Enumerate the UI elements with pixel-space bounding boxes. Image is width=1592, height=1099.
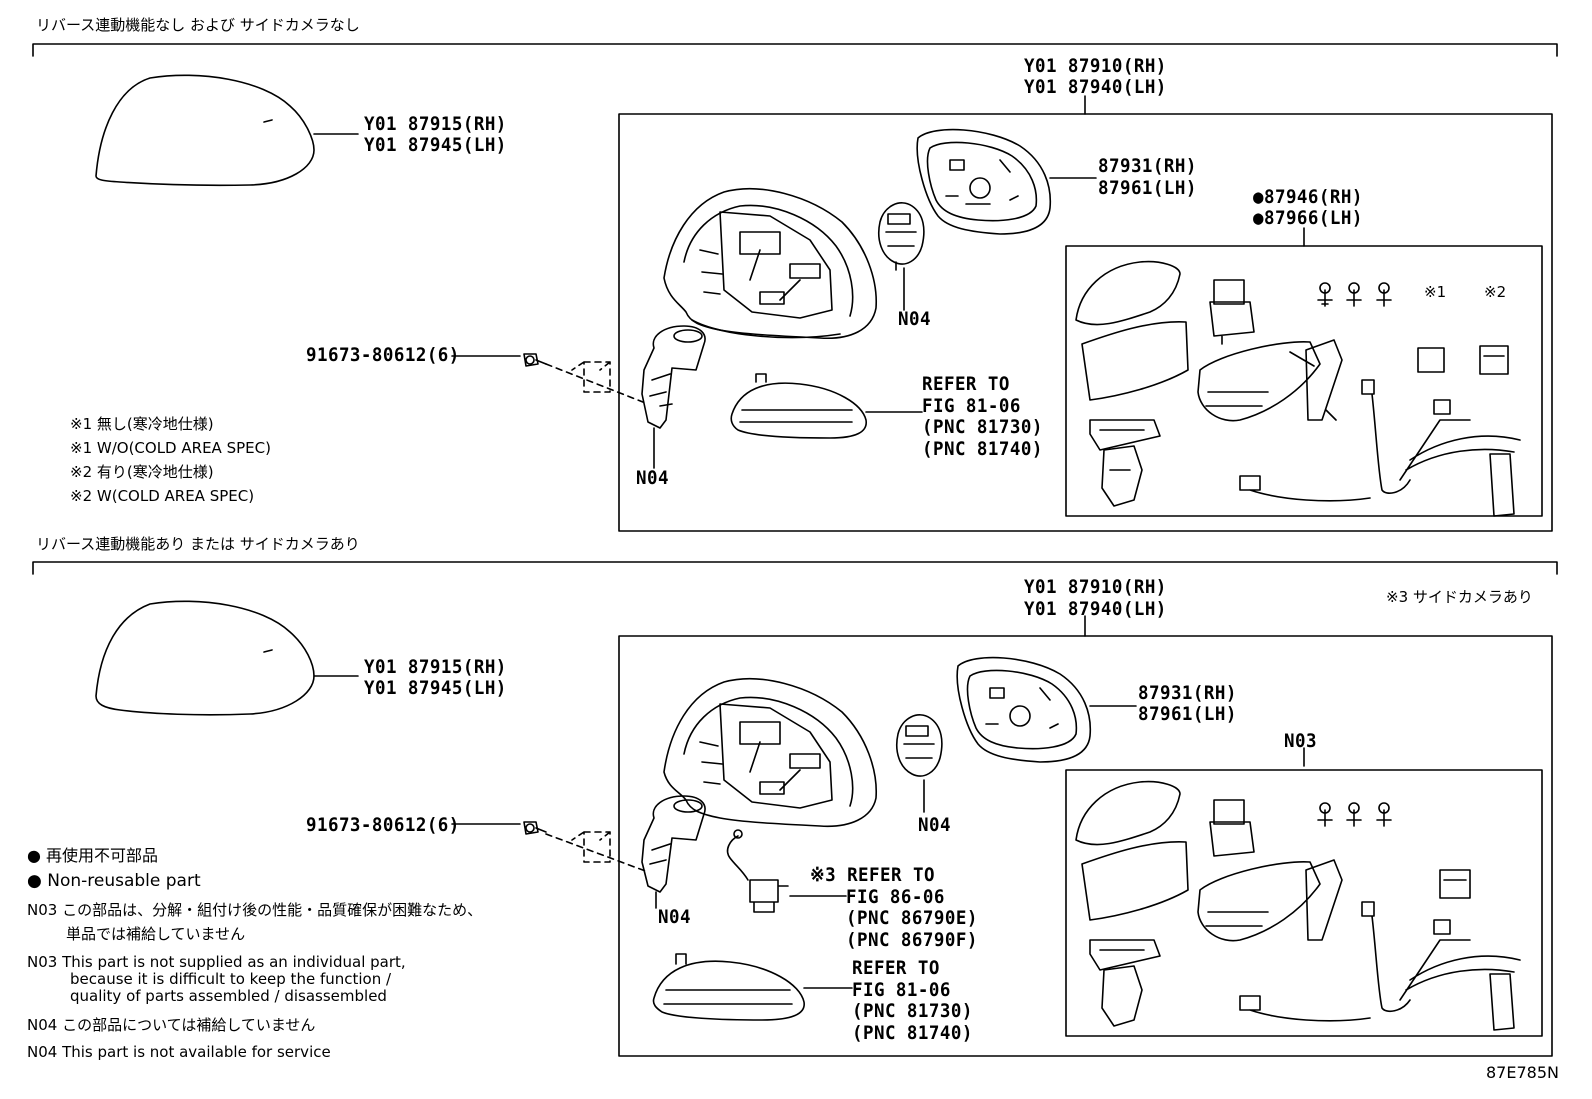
diagram-id: 87E785N — [1486, 1063, 1559, 1082]
screw-1 — [523, 353, 547, 367]
screw-2 — [523, 821, 547, 835]
assembly-frame-2 — [618, 635, 1553, 1057]
camera-ref-3: (PNC 86790F) — [846, 929, 978, 951]
mirror-1-lh: 87961(LH) — [1098, 177, 1197, 199]
legend-n03-en-0: N03 This part is not supplied as an indi… — [27, 953, 406, 971]
kit-n03: N03 — [1284, 730, 1317, 752]
screw-1-label: 91673-80612(6) — [306, 344, 460, 366]
bullet-jp — [28, 851, 38, 861]
camera-ref-1: FIG 86-06 — [846, 886, 945, 908]
turn-signal-2-ref-0: REFER TO — [852, 957, 940, 979]
mirror-housing-1 — [663, 188, 877, 340]
section-1-title: リバース連動機能なし および サイドカメラなし — [36, 16, 360, 34]
turn-signal-2-ref-1: FIG 81-06 — [852, 979, 951, 1001]
note-1: ※1 無し(寒冷地仕様) — [70, 415, 214, 433]
assembly-frame-1 — [618, 113, 1553, 532]
screw-2-label: 91673-80612(6) — [306, 814, 460, 836]
mirror-2-lh: 87961(LH) — [1138, 703, 1237, 725]
n04-bracket-1: N04 — [636, 467, 669, 489]
legend-n04-en: N04 This part is not available for servi… — [27, 1043, 331, 1061]
assembly-2-lh: Y01 87940(LH) — [1024, 598, 1167, 620]
turn-signal-1-ref-3: (PNC 81740) — [922, 438, 1043, 460]
legend-n04-jp: N04 この部品については補給していません — [27, 1016, 316, 1034]
mirror-1-rh: 87931(RH) — [1098, 155, 1197, 177]
n04-bracket-2: N04 — [658, 906, 691, 928]
mark-1: ※1 — [1424, 283, 1447, 301]
legend-nonreusable-en: ● Non-reusable part — [27, 871, 201, 891]
kit-frame-1 — [1065, 245, 1543, 517]
camera-ref-2: (PNC 86790E) — [846, 907, 978, 929]
legend-n03-jp-0: N03 この部品は、分解・組付け後の性能・品質確保が困難なため、 — [27, 901, 483, 919]
kit-frame-2 — [1065, 769, 1543, 1037]
kit-1-lh: ●87966(LH) — [1253, 207, 1363, 229]
cover-2-rh: Y01 87915(RH) — [364, 656, 507, 678]
turn-signal-2 — [652, 953, 805, 1021]
camera-note: ※3 サイドカメラあり — [1386, 588, 1533, 606]
bullet-en — [28, 876, 38, 886]
mirror-housing-2 — [663, 678, 877, 828]
mirror-cover-1 — [95, 74, 315, 187]
section-1-bracket — [32, 43, 1558, 57]
note-3: ※2 有り(寒冷地仕様) — [70, 463, 214, 481]
assembly-2-rh: Y01 87910(RH) — [1024, 576, 1167, 598]
side-camera-2 — [726, 829, 789, 913]
note-4: ※2 W(COLD AREA SPEC) — [70, 487, 255, 505]
turn-signal-2-ref-2: (PNC 81730) — [852, 1000, 973, 1022]
assembly-1-lh: Y01 87940(LH) — [1024, 76, 1167, 98]
mirror-actuator-2 — [896, 714, 943, 777]
mirror-actuator-1 — [878, 202, 925, 271]
legend-nonreusable-jp: ● 再使用不可部品 — [27, 846, 159, 865]
mark-2: ※2 — [1484, 283, 1507, 301]
kit-parts-1 — [1075, 260, 1521, 517]
mirror-bracket-1 — [641, 325, 706, 429]
turn-signal-1-ref-2: (PNC 81730) — [922, 416, 1043, 438]
legend-n03-jp-1: 単品では補給していません — [66, 925, 246, 943]
mirror-2-rh: 87931(RH) — [1138, 682, 1237, 704]
camera-ref-0: ※3 REFER TO — [810, 864, 935, 886]
cover-1-rh: Y01 87915(RH) — [364, 113, 507, 135]
section-2-bracket — [32, 561, 1558, 575]
cover-2-lh: Y01 87945(LH) — [364, 677, 507, 699]
mirror-glass-1 — [916, 128, 1052, 235]
turn-signal-1-ref-0: REFER TO — [922, 373, 1010, 395]
kit-1-rh: ●87946(RH) — [1253, 186, 1363, 208]
mirror-bracket-2 — [641, 795, 706, 893]
mirror-glass-2 — [956, 656, 1092, 763]
turn-signal-1 — [730, 373, 867, 439]
turn-signal-1-ref-1: FIG 81-06 — [922, 395, 1021, 417]
n04-actuator-1: N04 — [898, 308, 931, 330]
n04-actuator-2: N04 — [918, 814, 951, 836]
kit-parts-2 — [1075, 780, 1521, 1031]
legend-n03-en-2: quality of parts assembled / disassemble… — [70, 987, 387, 1005]
note-2: ※1 W/O(COLD AREA SPEC) — [70, 439, 271, 457]
turn-signal-2-ref-3: (PNC 81740) — [852, 1022, 973, 1044]
mirror-cover-2 — [95, 600, 315, 716]
legend-n03-en-1: because it is difficult to keep the func… — [70, 970, 392, 988]
section-2-title: リバース連動機能あり または サイドカメラあり — [36, 535, 360, 553]
cover-1-lh: Y01 87945(LH) — [364, 134, 507, 156]
assembly-1-rh: Y01 87910(RH) — [1024, 55, 1167, 77]
